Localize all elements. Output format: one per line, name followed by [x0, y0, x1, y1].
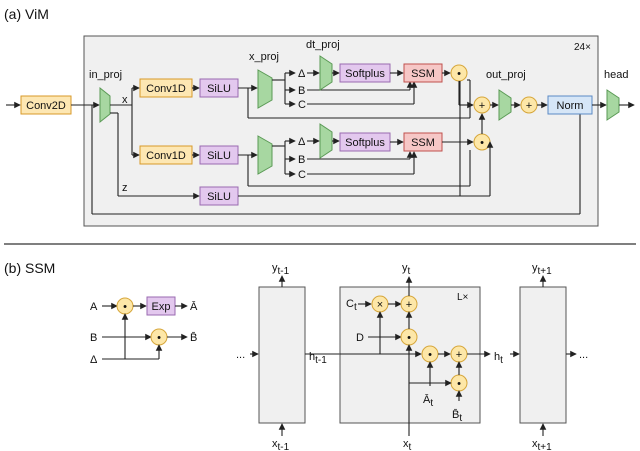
x-cur-label: xt [403, 438, 412, 451]
dt-proj-top-block [319, 55, 333, 91]
ssm-top-label: SSM [411, 68, 435, 80]
state-add-symbol: + [456, 349, 462, 361]
x-proj-label: x_proj [249, 51, 279, 63]
conv1d-bottom-label: Conv1D [146, 150, 186, 162]
dt-proj-bottom-block [319, 123, 333, 159]
x-proj-top-block [257, 69, 273, 109]
vim-repeat-label: 24× [574, 42, 591, 53]
softplus-bottom-label: Softplus [345, 137, 385, 149]
ellipsis-left: ... [236, 349, 245, 361]
c-t-label: Ct [346, 298, 357, 313]
silu-z-label: SiLU [207, 191, 231, 203]
add-residual-symbol: + [526, 100, 532, 112]
b-bar-label: B̄ [190, 331, 197, 344]
ssm-repeat-label: L× [457, 292, 469, 303]
in-proj-label: in_proj [89, 69, 122, 81]
d-label: D [356, 332, 364, 344]
x-next-label: xt+1 [532, 438, 552, 451]
mul-top-symbol: • [457, 68, 461, 80]
x-branch-label: x [122, 94, 128, 106]
mul-bottom-symbol: • [480, 137, 484, 149]
conv2d-label: Conv2D [26, 100, 66, 112]
delta-top-label: Δ [298, 68, 306, 80]
h-cur-label: ht [494, 351, 503, 366]
y-prev-label: yt-1 [272, 262, 290, 277]
a-t-label: Āt [423, 394, 433, 409]
ssm-bottom-label: SSM [411, 137, 435, 149]
out-proj-block [498, 89, 512, 121]
x-proj-bottom-block [257, 135, 273, 175]
y-cur-label: yt [402, 262, 411, 277]
c-top-label: C [298, 99, 306, 111]
head-block [606, 89, 620, 121]
timestep-prev-box [258, 286, 306, 424]
dt-proj-label: dt_proj [306, 39, 340, 51]
vim-section-label: (a) ViM [4, 6, 49, 22]
add-main-symbol: + [479, 100, 485, 112]
exp-label: Exp [152, 301, 171, 313]
norm-label: Norm [557, 100, 584, 112]
z-branch-label: z [122, 182, 128, 194]
disc-mul-a-symbol: • [123, 301, 127, 313]
y-next-label: yt+1 [532, 262, 552, 277]
c-bottom-label: C [298, 169, 306, 181]
bx-mul-symbol: • [457, 378, 461, 390]
conv1d-top-label: Conv1D [146, 83, 186, 95]
ssm-section-label: (b) SSM [4, 260, 55, 276]
a-input-label: A [90, 301, 98, 313]
silu-bottom-label: SiLU [207, 150, 231, 162]
out-add-symbol: + [406, 299, 412, 311]
delta-bottom-label: Δ [298, 136, 306, 148]
b-top-label: B [298, 85, 305, 97]
a-bar-label: Ā [190, 301, 198, 313]
delta-input-label: Δ [90, 354, 98, 366]
b-t-label: B̄t [452, 408, 462, 424]
disc-mul-b-symbol: • [157, 332, 161, 344]
d-mul-symbol: • [407, 332, 411, 344]
h-prev-label: ht-1 [309, 351, 327, 366]
cross-symbol: × [377, 299, 383, 311]
out-proj-label: out_proj [486, 69, 526, 81]
silu-top-label: SiLU [207, 83, 231, 95]
in-proj-block [99, 86, 111, 124]
state-mul-symbol: • [428, 349, 432, 361]
b-bottom-label: B [298, 154, 305, 166]
head-label: head [604, 69, 628, 81]
timestep-next-box [519, 286, 567, 424]
softplus-top-label: Softplus [345, 68, 385, 80]
b-input-label: B [90, 332, 97, 344]
ellipsis-right: ... [579, 349, 588, 361]
x-prev-label: xt-1 [272, 438, 290, 451]
